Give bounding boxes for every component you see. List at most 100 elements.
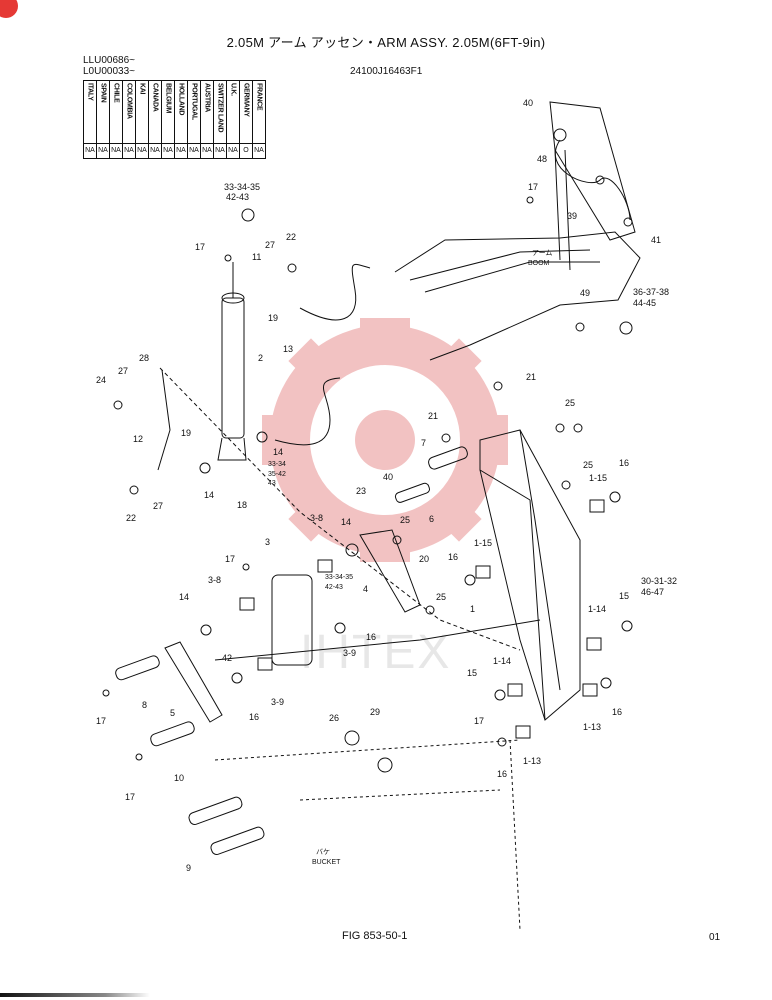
country-switzerland: SWITZER LAND [216,83,224,133]
label-17-left: 17 [96,716,106,726]
label-16-a: 16 [619,458,629,468]
watermark-hub [355,410,415,470]
label-boom-jp: アーム [532,249,552,257]
label-15-a: 15 [619,591,629,601]
label-9: 9 [186,863,191,873]
boom-body [394,231,641,361]
label-42: 42 [222,653,232,663]
label-11: 11 [252,252,261,262]
country-portugal: PORTUGAL [190,83,198,120]
pin-9a [188,796,243,825]
label-13: 13 [283,344,293,354]
label-14-a: 14 [273,447,283,457]
label-21-b: 21 [428,411,438,421]
label-16-f: 16 [497,769,507,779]
label-42-43-top: 42-43 [226,192,249,202]
country-applicability-table: ITALY SPAIN CHILE COLOMBIA KAI CANADA BE… [83,80,266,159]
label-1-13-b: 1-13 [523,756,541,766]
label-39: 39 [567,211,577,221]
watermark-logo [262,318,508,562]
country-uk: U.K. [229,83,237,96]
country-germany: GERMANY [242,83,250,117]
hose-13-lower [274,377,341,446]
label-14-b: 14 [204,490,214,500]
label-1-14-a: 1-14 [588,604,606,614]
pin-9b [210,826,265,855]
label-44-45: 44-45 [633,298,656,308]
label-49: 49 [580,288,590,298]
hose-13-upper [299,263,371,321]
label-3: 3 [265,537,270,547]
label-25-c: 25 [400,515,410,525]
value-france: NA [252,143,266,159]
label-18: 18 [237,500,247,510]
corner-badge [0,0,18,18]
label-33-35-top: 33-34-35 [224,182,260,192]
label-33-35-c: 33-34-35 [325,574,353,581]
label-26: 26 [329,713,339,723]
country-header-row: ITALY SPAIN CHILE COLOMBIA KAI CANADA BE… [83,80,266,144]
arm-main-body [479,429,581,721]
label-33-34-b: 33-34 [268,461,286,468]
label-46-47: 46-47 [641,587,664,597]
label-3-8-b: 3-8 [208,575,221,585]
label-1: 1 [470,604,475,614]
label-bucket: BUCKET [312,859,341,866]
arm-cylinder [221,297,245,439]
label-bucket-jp: バケ [316,848,330,856]
label-19-b: 19 [181,428,191,438]
country-kai: KAI [138,83,146,95]
label-20: 20 [419,554,429,564]
label-17-top: 17 [528,182,538,192]
figure-number: FIG 853-50-1 [342,930,408,942]
country-belgium: BELGIUM [164,83,172,114]
part-labels: 40 48 17 39 41 49 36-37-38 44-45 アーム BOO… [96,98,677,873]
label-16-e: 16 [612,707,622,717]
pin-7 [428,446,468,470]
label-10: 10 [174,773,184,783]
country-colombia: COLOMBIA [125,83,133,119]
label-16-b: 16 [448,552,458,562]
label-27-b: 27 [118,366,128,376]
page-code: 01 [709,932,721,943]
label-12: 12 [133,434,143,444]
label-24: 24 [96,375,106,385]
serial-number-1: LLU00686~ [83,55,135,66]
link-5 [164,641,223,723]
line-art [102,101,641,931]
label-3-8-a: 3-8 [310,513,323,523]
label-14-c: 14 [341,517,351,527]
rod-12 [157,369,171,471]
label-2: 2 [258,353,263,363]
pin-8 [115,655,160,681]
label-23: 23 [356,486,366,496]
label-boom: BOOM [528,260,550,267]
label-25-a: 25 [565,398,575,408]
part-code: 24100J16463F1 [350,66,423,77]
boom-top-bracket [549,101,636,241]
label-43-b: 43 [268,480,276,487]
label-14-d: 14 [179,592,189,602]
country-value-row: NA NA NA NA NA NA NA NA NA NA NA NA O NA [83,143,266,159]
label-17-arm: 17 [474,716,484,726]
label-1-15-b: 1-15 [474,538,492,548]
bracket-3 [271,574,313,666]
label-22-b: 22 [126,513,136,523]
label-5: 5 [170,708,175,718]
label-19-a: 19 [268,313,278,323]
label-8: 8 [142,700,147,710]
label-7: 7 [421,438,426,448]
label-3-9-b: 3-9 [271,697,284,707]
scan-edge-mark [0,993,150,997]
label-40-mid: 40 [383,472,393,482]
label-48: 48 [537,154,547,164]
label-4: 4 [363,584,368,594]
label-21-a: 21 [526,372,536,382]
label-17-mid: 17 [225,554,235,564]
label-16-c: 16 [366,632,376,642]
pin-10 [150,721,195,747]
label-40-top: 40 [523,98,533,108]
label-22-a: 22 [286,232,296,242]
label-15-b: 15 [467,668,477,678]
label-1-14-b: 1-14 [493,656,511,666]
